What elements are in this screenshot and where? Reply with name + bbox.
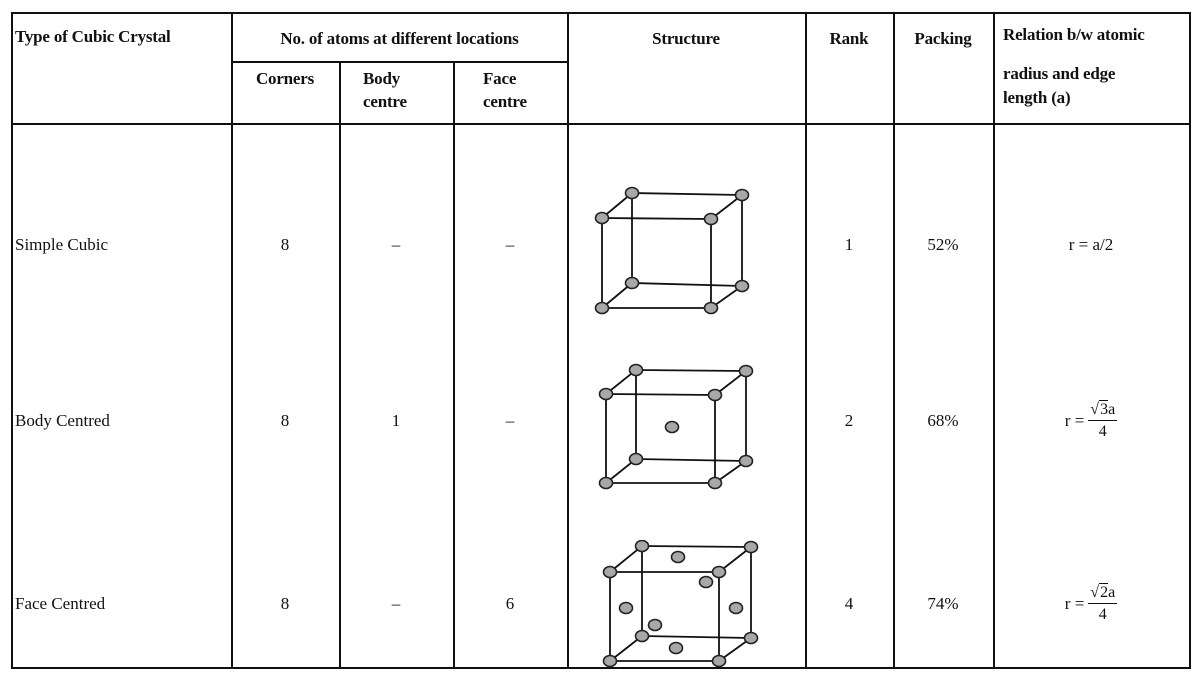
header-bottom-divider: [11, 123, 1189, 125]
row-body-centre: –: [391, 594, 401, 614]
header-structure: Structure: [652, 29, 720, 49]
column-divider: [339, 61, 341, 667]
header-body-centre: Body centre: [339, 68, 453, 122]
face-centred-cubic-lattice-icon: [602, 540, 759, 668]
row-face-centre: –: [505, 235, 515, 255]
table-border: [11, 12, 1191, 669]
column-divider: [567, 12, 569, 667]
row-packing: 52%: [927, 235, 959, 255]
header-relation-line2: radius and edge: [1003, 64, 1116, 84]
body-centred-cubic-lattice-icon: [598, 363, 754, 490]
row-type: Face Centred: [15, 594, 106, 614]
row-corners: 8: [280, 594, 290, 614]
column-divider: [893, 12, 895, 667]
row-packing: 74%: [927, 594, 959, 614]
formula-lhs: r =: [1064, 411, 1085, 431]
column-divider: [453, 61, 455, 667]
column-divider: [231, 12, 233, 667]
header-body-centre-line1: Body: [363, 69, 400, 88]
row-face-centre: 6: [505, 594, 515, 614]
formula-denominator: 4: [1098, 423, 1107, 440]
row-body-centre: 1: [391, 411, 401, 431]
column-divider: [993, 12, 995, 667]
header-type: Type of Cubic Crystal: [15, 27, 171, 46]
header-face-centre-line1: Face: [483, 69, 517, 88]
header-corners: Corners: [255, 69, 315, 88]
row-face-centre: –: [505, 411, 515, 431]
row-packing: 68%: [927, 411, 959, 431]
sqrt-symbol: √3: [1090, 400, 1109, 419]
row-type: Body Centred: [15, 411, 110, 431]
formula-lhs: r =: [1064, 594, 1085, 614]
row-body-centre: –: [391, 235, 401, 255]
header-packing: Packing: [914, 29, 972, 49]
row-corners: 8: [280, 411, 290, 431]
row-rank: 4: [844, 594, 854, 614]
formula-denominator: 4: [1098, 606, 1107, 623]
subheader-divider: [231, 61, 568, 63]
row-corners: 8: [280, 235, 290, 255]
sqrt-symbol: √2: [1090, 583, 1109, 602]
formula-fraction: √3a 4: [1088, 400, 1118, 440]
header-face-centre: Face centre: [453, 68, 567, 122]
formula-numerator: √2a: [1088, 583, 1118, 604]
column-divider: [805, 12, 807, 667]
row-type: Simple Cubic: [15, 235, 109, 255]
row-relation: r = √2a 4: [993, 579, 1189, 629]
header-face-centre-line2: centre: [483, 92, 527, 112]
header-atoms-group: No. of atoms at different locations: [280, 29, 519, 49]
header-body-centre-line2: centre: [363, 92, 407, 112]
relation-formula: r = √2a 4: [1064, 583, 1118, 623]
relation-formula: r = √3a 4: [1064, 400, 1118, 440]
row-relation: r = a/2: [1068, 235, 1114, 255]
header-relation-line1: Relation b/w atomic: [1003, 25, 1145, 44]
formula-numerator: √3a: [1088, 400, 1118, 421]
row-relation: r = √3a 4: [993, 396, 1189, 446]
simple-cubic-lattice-icon: [594, 186, 750, 315]
header-rank: Rank: [829, 29, 869, 49]
header-relation-line3: length (a): [1003, 87, 1071, 107]
row-rank: 1: [844, 235, 854, 255]
formula-fraction: √2a 4: [1088, 583, 1118, 623]
header-relation: Relation b/w atomic radius and edge leng…: [993, 24, 1189, 122]
row-rank: 2: [844, 411, 854, 431]
